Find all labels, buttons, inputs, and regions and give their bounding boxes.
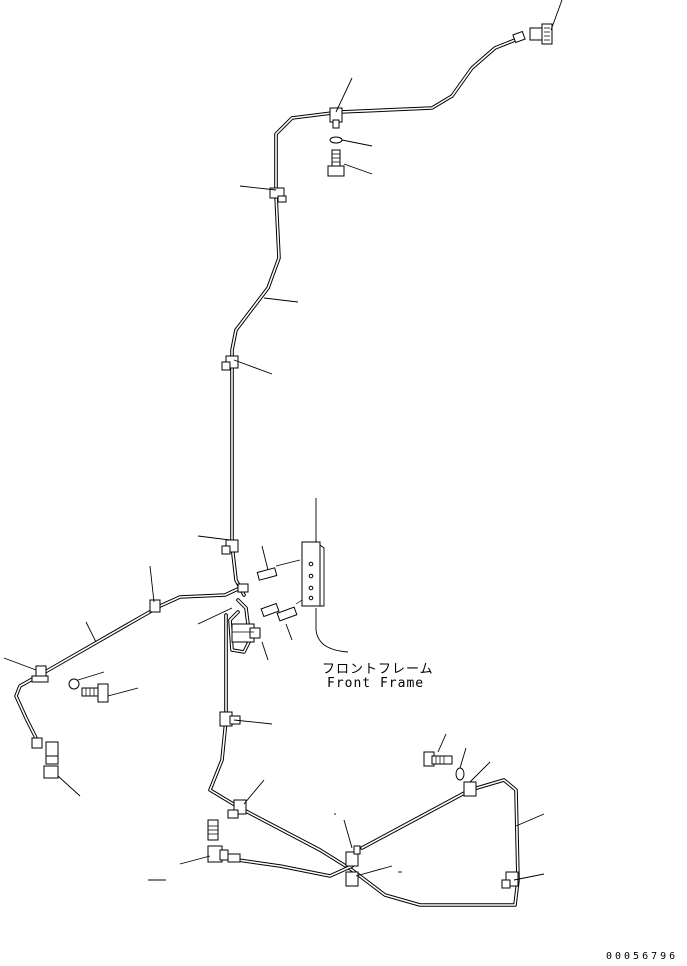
washer-left [68,678,80,690]
pipe-center-down [208,613,520,907]
front-frame-label-en: Front Frame [327,676,425,691]
bolt-right [423,751,453,767]
connector-lower [260,599,303,622]
clamp-center-2 [227,799,247,819]
clamp-top [329,107,343,129]
pipe-loop [228,598,252,654]
clamp-3 [221,355,239,371]
pipe-upper-main [230,36,522,597]
washer-right [455,767,465,781]
clamp-lower-1 [345,845,361,867]
clamp-lower-2 [345,871,359,887]
connector-upper [256,559,301,581]
front-frame-label-jp: フロントフレーム [322,662,434,677]
clamp-4 [221,539,239,555]
bracket-plate [301,541,349,653]
leader-lines [3,0,563,881]
clamp-center-1 [219,711,241,727]
fitting-lower-left [207,819,241,863]
bolt-top [327,149,345,177]
valve-block [231,623,261,643]
washer-top [329,136,343,144]
clamp-2 [269,187,287,203]
clamp-left-2 [31,665,49,683]
clamp-left-1 [149,599,161,613]
pipe-left-branch [14,586,242,744]
union-fitting [237,583,249,593]
bolt-left [81,683,109,703]
pipe-lower-left [236,858,354,878]
drawing-number: 00056796 [606,951,679,962]
clamp-right-1 [463,781,477,797]
fitting-left-end [31,737,59,779]
elbow-fitting-top [512,23,553,45]
